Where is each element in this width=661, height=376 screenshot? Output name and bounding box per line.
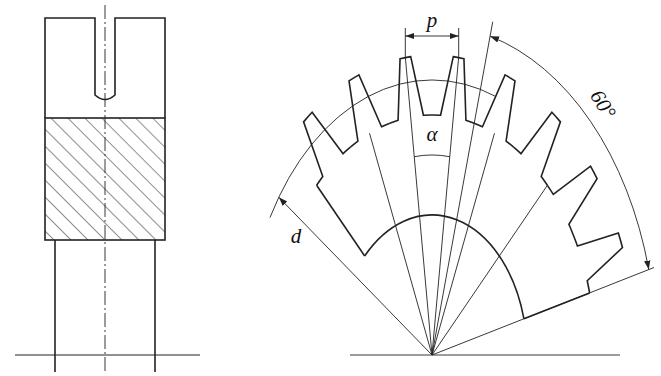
dimension-label: 60° (585, 84, 621, 123)
section-view (15, 5, 200, 372)
dimension-lines (270, 28, 649, 355)
dimension-label: p (425, 10, 440, 31)
sprocket-teeth (291, 22, 654, 355)
dimension-label: α (424, 124, 439, 145)
dimension-label: d (289, 226, 304, 247)
